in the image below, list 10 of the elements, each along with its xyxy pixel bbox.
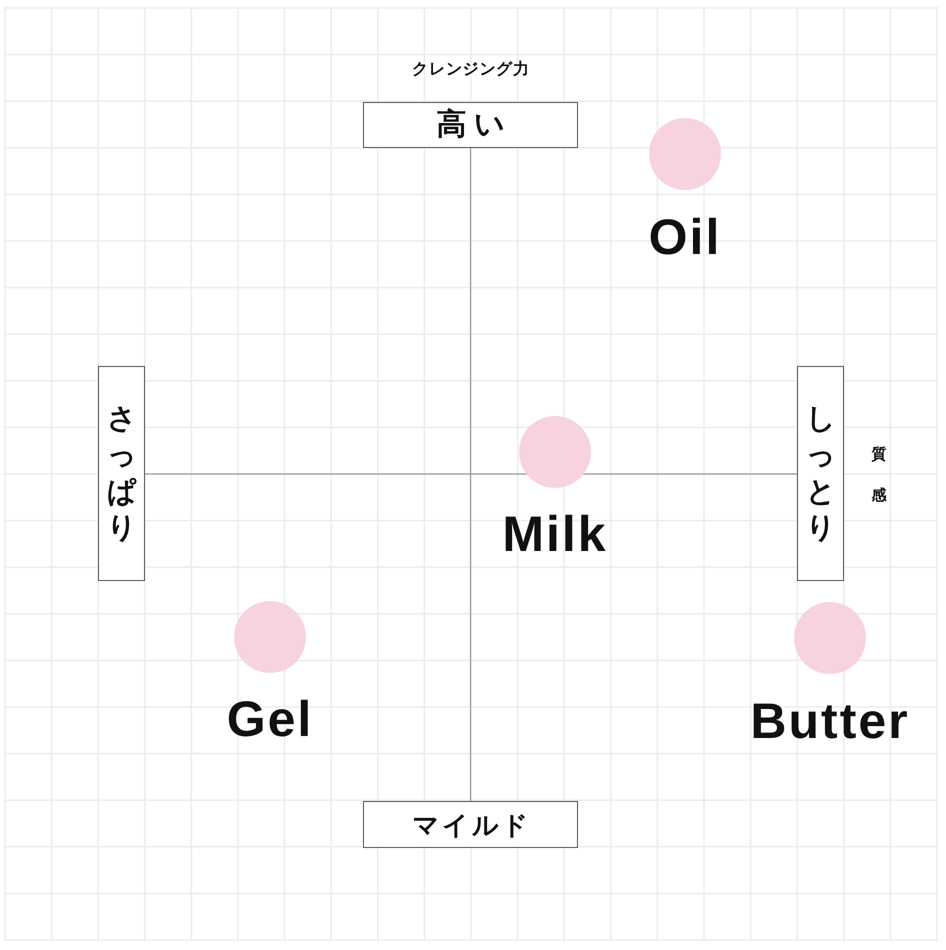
product-label: Butter [750, 696, 910, 746]
axis-end-box: しっとり [797, 366, 844, 581]
axis-title: 質感 [872, 445, 886, 506]
product-label: Oil [648, 212, 722, 262]
axis-end-box: さっぱり [98, 366, 145, 581]
axis-end-box: 高い [363, 102, 578, 148]
axis-title: クレンジング力 [412, 60, 530, 80]
product-label: Gel [226, 694, 314, 744]
axis-end-box: マイルド [363, 801, 578, 848]
product-label: Milk [502, 509, 608, 559]
